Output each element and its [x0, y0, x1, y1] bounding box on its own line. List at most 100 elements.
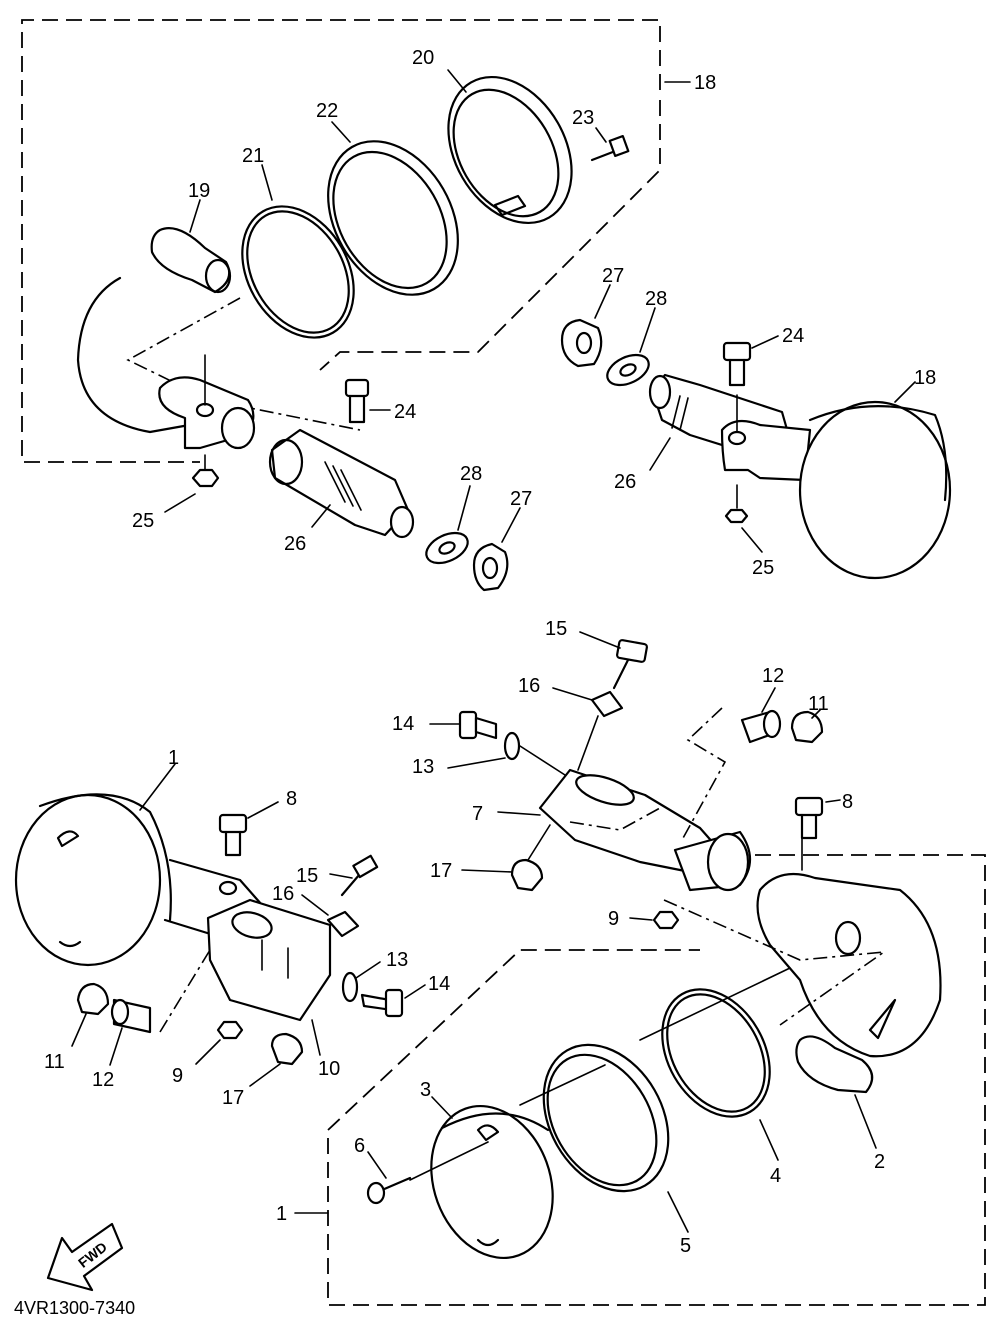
callout-18-right: 18 [914, 367, 936, 389]
leader-27b [594, 284, 611, 319]
callout-26-left: 26 [284, 533, 306, 555]
leader-26b [649, 437, 671, 471]
nut-9a [216, 1020, 244, 1040]
assembly-1-boundary [327, 854, 986, 1306]
lower-assembly: FWD [14, 631, 986, 1306]
callout-14-lower: 14 [428, 973, 450, 995]
callout-28-right: 28 [645, 288, 667, 310]
leader-28a [457, 485, 471, 531]
callout-11-lower: 11 [44, 1051, 65, 1073]
callout-1-left: 1 [168, 747, 179, 769]
leader-27a [501, 507, 521, 543]
housing-18b-rim [808, 405, 948, 502]
shaft-26-tip [389, 505, 415, 539]
leader-10 [311, 1019, 321, 1056]
callout-9-left: 9 [172, 1065, 183, 1087]
upper-right-assembly [560, 284, 952, 580]
shaft-26-thread-3 [340, 469, 362, 511]
callout-19: 19 [188, 180, 210, 202]
leader-16a [552, 687, 593, 701]
cap-11a [790, 710, 824, 744]
leader-17b [249, 1063, 281, 1087]
gasket-21 [241, 205, 355, 339]
housing-1-right-notch [868, 998, 897, 1040]
bolt-24-head [344, 378, 370, 398]
leader-9b [629, 917, 653, 921]
lens-3-notch2 [476, 1238, 500, 1247]
callout-15-lower: 15 [296, 865, 318, 887]
callout-25-left: 25 [132, 510, 154, 532]
leader-24b [751, 335, 779, 349]
bracket-10 [206, 898, 332, 1022]
leader-25b [741, 527, 763, 553]
callout-13-upper: 13 [412, 756, 434, 778]
bolt-8a-head [218, 813, 248, 834]
housing-1-left-notch2 [58, 940, 82, 948]
lens-3 [430, 1104, 554, 1260]
callout-8-right: 8 [842, 791, 853, 813]
bolt-8b-shank [800, 813, 818, 840]
shaft-26-end [268, 438, 304, 486]
callout-18-top: 18 [694, 72, 716, 94]
stem-bore [220, 406, 256, 450]
leader-8b [825, 799, 841, 803]
bolt-8a-shank [224, 830, 242, 857]
callout-16-upper: 16 [518, 675, 540, 697]
callout-27-right: 27 [602, 265, 624, 287]
bracket-7-bore [575, 774, 635, 806]
callout-20: 20 [412, 47, 434, 69]
sleeve-12a-end [762, 709, 782, 739]
leader-17a [461, 869, 513, 873]
callout-15-upper: 15 [545, 618, 567, 640]
bracket-left-hole [218, 880, 238, 896]
bracket-7-tube-end [706, 832, 750, 892]
housing-1-left [14, 793, 162, 967]
shaft-26b-thread-2 [679, 397, 689, 431]
leader-15b [329, 873, 353, 879]
fwd-arrow-icon [46, 1222, 124, 1292]
callout-10: 10 [318, 1058, 340, 1080]
axis-16a [577, 715, 599, 771]
callout-14-upper: 14 [392, 713, 414, 735]
axis-6 [409, 1141, 489, 1181]
callout-4: 4 [770, 1165, 781, 1187]
callout-7: 7 [472, 803, 483, 825]
nut-25b [724, 508, 749, 524]
callout-6: 6 [354, 1135, 365, 1157]
lens-20 [447, 75, 573, 225]
rim-22 [327, 140, 459, 296]
housing-18-body [76, 276, 242, 434]
capnut-17a [510, 858, 544, 892]
callout-labels: 18 20 23 22 21 19 24 25 26 28 27 27 28 2… [14, 47, 936, 1318]
nut-27a-hole [481, 556, 499, 580]
gasket-4-inner [666, 993, 766, 1113]
rim-22-inner [332, 150, 448, 290]
axis-lower-e [519, 1064, 606, 1106]
washer-28a [425, 531, 469, 565]
leader-12a [761, 687, 776, 713]
clip-16a [590, 690, 624, 718]
rim-5 [542, 1043, 670, 1193]
housing-1-left-notch [56, 830, 80, 848]
leader-14b [404, 984, 426, 999]
bulb-2 [795, 1035, 874, 1094]
callout-12-lower: 12 [92, 1069, 114, 1091]
lens-3-rim [440, 1112, 550, 1132]
bolt-8b-head [794, 796, 824, 817]
leader-8a [247, 801, 279, 819]
leader-9a [195, 1039, 221, 1065]
lens-20-inner [452, 88, 560, 218]
screw-15b-head [352, 854, 379, 879]
callout-21: 21 [242, 145, 264, 167]
callout-28-left: 28 [460, 463, 482, 485]
leader-13a [447, 757, 506, 769]
callout-11-upper: 11 [808, 693, 829, 715]
callout-8-left: 8 [286, 788, 297, 810]
diagram-code: 4VR1300-7340 [14, 1298, 135, 1318]
callout-25-right: 25 [752, 557, 774, 579]
callout-12-upper: 12 [762, 665, 784, 687]
sleeve-12b-end [110, 998, 130, 1026]
assembly-18-boundary-right [319, 100, 661, 371]
